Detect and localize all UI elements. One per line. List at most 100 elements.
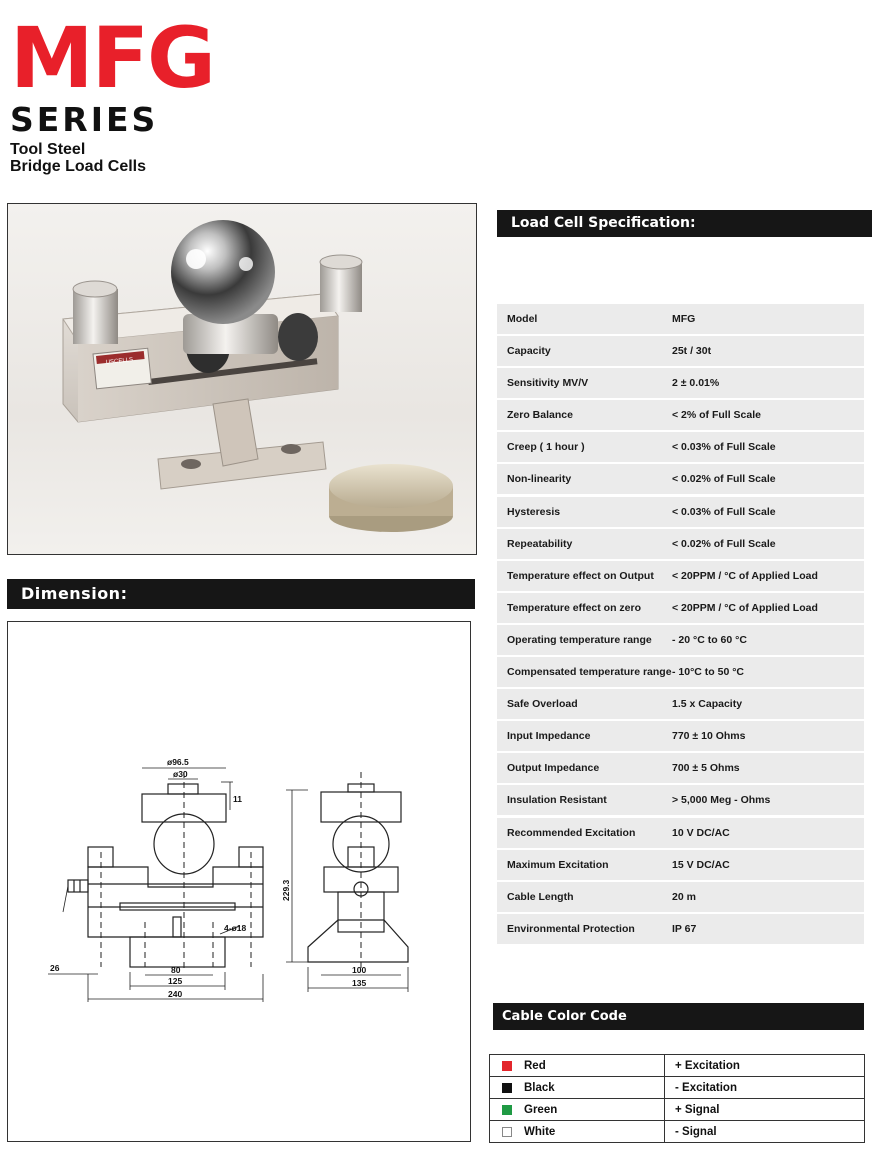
dim-offset: 26 — [50, 963, 60, 973]
spec-row: Maximum Excitation 15 V DC/AC — [497, 849, 864, 880]
color-swatch — [502, 1104, 512, 1115]
cable-signal: - Signal — [675, 1125, 717, 1138]
spec-value: 2 ± 0.01% — [672, 377, 720, 390]
subtitle-line-1: Tool Steel — [10, 141, 86, 158]
spec-value: < 2% of Full Scale — [672, 409, 761, 422]
spec-label: Operating temperature range — [507, 633, 652, 646]
spec-row: Sensitivity MV/V 2 ± 0.01% — [497, 368, 864, 399]
series-heading: SERIES — [10, 100, 159, 139]
cable-row: Green+ Signal — [490, 1099, 864, 1121]
cable-color-cell: Green — [490, 1099, 665, 1120]
spec-value: 25t / 30t — [672, 345, 712, 358]
spec-row: Repeatability< 0.02% of Full Scale — [497, 528, 864, 559]
dimension-drawing: ø96.5 ø30 11 229.3 4-ø18 26 80 125 240 1… — [7, 621, 471, 1142]
spec-label: Insulation Resistant — [507, 794, 607, 807]
spec-row: Hysteresis < 0.03% of Full Scale — [497, 496, 864, 527]
spec-row: Model MFG — [497, 304, 864, 334]
dim-total-len: 240 — [168, 989, 182, 999]
spec-value: < 0.02% of Full Scale — [672, 537, 776, 550]
spec-row: Environmental Protection IP 67 — [497, 913, 864, 944]
cable-color-cell: Black — [490, 1077, 665, 1098]
spec-value: > 5,000 Meg - Ohms — [672, 794, 771, 807]
spec-value: 15 V DC/AC — [672, 858, 730, 871]
brand-logo-text: MFG — [10, 9, 216, 107]
cable-color-name: Black — [524, 1081, 555, 1094]
spec-row: Recommended Excitation 10 V DC/AC — [497, 817, 864, 848]
cable-signal: + Excitation — [675, 1059, 740, 1072]
spec-row: Safe Overload 1.5 x Capacity — [497, 689, 864, 720]
spec-value: < 0.02% of Full Scale — [672, 473, 776, 486]
spec-label: Temperature effect on zero — [507, 601, 642, 614]
dim-cap-h: 11 — [233, 794, 242, 804]
spec-value: MFG — [672, 313, 696, 325]
spec-value: < 0.03% of Full Scale — [672, 505, 776, 518]
side-base — [307, 919, 409, 963]
cable-signal: - Excitation — [675, 1081, 737, 1094]
spec-row: Operating temperature range - 20 °C to 60… — [497, 624, 864, 655]
spec-label: Hysteresis — [507, 505, 561, 518]
cable-row: Black - Excitation — [490, 1077, 864, 1099]
front-slot — [119, 902, 236, 911]
spec-row: Input Impedance 770 ± 10 Ohms — [497, 721, 864, 752]
front-stem — [172, 916, 182, 938]
spec-label: Environmental Protection — [507, 922, 635, 935]
spec-label: Compensated temperature range — [507, 666, 672, 679]
spec-value: 20 m — [672, 890, 696, 903]
spec-row: Capacity 25t / 30t — [497, 336, 864, 367]
spec-label: Safe Overload — [507, 698, 578, 711]
spec-value: IP 67 — [672, 922, 697, 935]
cable-section-title: Cable Color Code — [493, 1003, 864, 1030]
spec-value: < 0.03% of Full Scale — [672, 441, 776, 454]
cable-row: Red + Excitation — [490, 1055, 864, 1077]
dim-base-len: 125 — [168, 976, 182, 986]
spec-value: 700 ± 5 Ohms — [672, 762, 740, 775]
spec-label: Temperature effect on Output — [507, 569, 654, 582]
spec-label: Sensitivity MV/V — [507, 377, 589, 390]
dim-hole-span: 80 — [171, 965, 181, 975]
color-swatch — [502, 1060, 512, 1071]
spec-row: Zero Balance < 2% of Full Scale — [497, 400, 864, 431]
spec-value: 10 V DC/AC — [672, 826, 730, 839]
spec-label: Input Impedance — [507, 730, 591, 743]
spec-row: Temperature effect on Output< 20PPM / °C… — [497, 560, 864, 591]
subtitle-line-2: Bridge Load Cells — [10, 158, 147, 175]
dimension-section-title: Dimension: — [7, 579, 475, 609]
front-cap-top — [167, 783, 199, 795]
spec-value: 1.5 x Capacity — [672, 698, 743, 711]
spec-label: Output Impedance — [507, 762, 600, 775]
spec-label: Recommended Excitation — [507, 826, 636, 839]
spec-section-title: Load Cell Specification: — [497, 210, 872, 237]
dim-cap-dia: ø30 — [173, 769, 188, 779]
spec-value: - 20 °C to 60 °C — [672, 633, 747, 646]
front-cable-gland — [67, 879, 89, 893]
spec-label: Creep ( 1 hour ) — [507, 441, 585, 454]
product-photo: USCELLS — [7, 203, 477, 555]
spec-label: Non-linearity — [507, 473, 572, 486]
front-base — [129, 936, 226, 968]
spec-row: Output Impedance 700 ± 5 Ohms — [497, 753, 864, 784]
cable-row: White - Signal — [490, 1121, 864, 1142]
spec-label: Capacity — [507, 345, 551, 358]
spec-label: Model — [507, 313, 538, 325]
color-swatch — [502, 1126, 512, 1137]
cable-color-cell: Red — [490, 1055, 665, 1076]
photo-label-text: USCELLS — [106, 357, 134, 366]
spec-label: Cable Length — [507, 890, 574, 903]
spec-row: Cable Length 20 m — [497, 881, 864, 912]
dimension-diagram: ø96.5 ø30 11 229.3 4-ø18 26 80 125 240 1… — [48, 757, 409, 1002]
spec-value: - 10°C to 50 °C — [672, 666, 744, 679]
dim-side-inner: 100 — [352, 965, 366, 975]
spec-row: Non-linearity < 0.02% of Full Scale — [497, 464, 864, 495]
spec-label: Maximum Excitation — [507, 858, 609, 871]
side-upper — [323, 866, 399, 893]
dim-top-dia: ø96.5 — [167, 757, 189, 767]
spec-row: Creep ( 1 hour ) < 0.03% of Full Scale — [497, 432, 864, 463]
cable-color-cell: White — [490, 1121, 665, 1142]
spec-label: Zero Balance — [507, 409, 573, 422]
spec-value: 770 ± 10 Ohms — [672, 730, 746, 743]
dim-holes: 4-ø18 — [224, 923, 246, 933]
dim-height: 229.3 — [281, 879, 291, 901]
product-subtitle: Tool Steel Bridge Load Cells — [10, 141, 146, 175]
